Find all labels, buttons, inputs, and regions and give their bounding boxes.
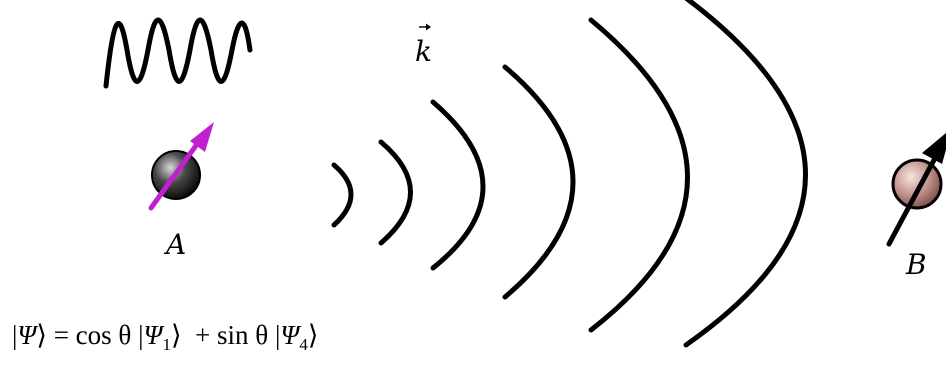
spin-arrow-b-head [922,133,946,164]
wavefront-2 [378,139,413,246]
spin-arrow-b [886,157,937,247]
eq-psi4: Ψ [280,320,300,350]
eq-sin: sin θ [217,320,275,350]
eq-psi1-sub: 1 [162,335,172,354]
vector-arrow-icon [419,23,431,31]
particle-b-label: B [906,248,927,281]
eq-psi4-sub: 4 [299,335,308,354]
spin-arrow-a [148,137,203,211]
particle-a-label: A [166,228,187,261]
eq-plus: + [181,320,218,350]
eq-cos: cos θ [75,320,139,350]
eq-psi4-close: ⟩ [307,320,319,350]
wavefront-5 [588,17,690,333]
wavefront-4 [502,64,576,300]
eq-psi-open: | [12,320,18,350]
eq-psi-close: ⟩ [36,320,47,350]
wavefronts [331,0,808,348]
eq-psi1-open: | [138,320,144,350]
eq-psi1: Ψ [143,320,163,350]
sine-wave-icon [103,17,253,89]
eq-equals: = [46,320,76,350]
wavefront-3 [430,99,486,271]
state-equation: |Ψ⟩ = cos θ |Ψ1⟩ + sin θ |Ψ4⟩ [12,320,319,354]
eq-psi1-close: ⟩ [171,320,182,350]
eq-psi4-open: | [274,320,281,350]
wavefront-6 [683,0,808,348]
wavefront-1 [331,162,354,228]
particle-b [891,158,943,210]
spin-arrow-a-head [190,122,214,152]
wave-vector-label: k [415,35,432,68]
eq-psi: Ψ [17,320,37,350]
